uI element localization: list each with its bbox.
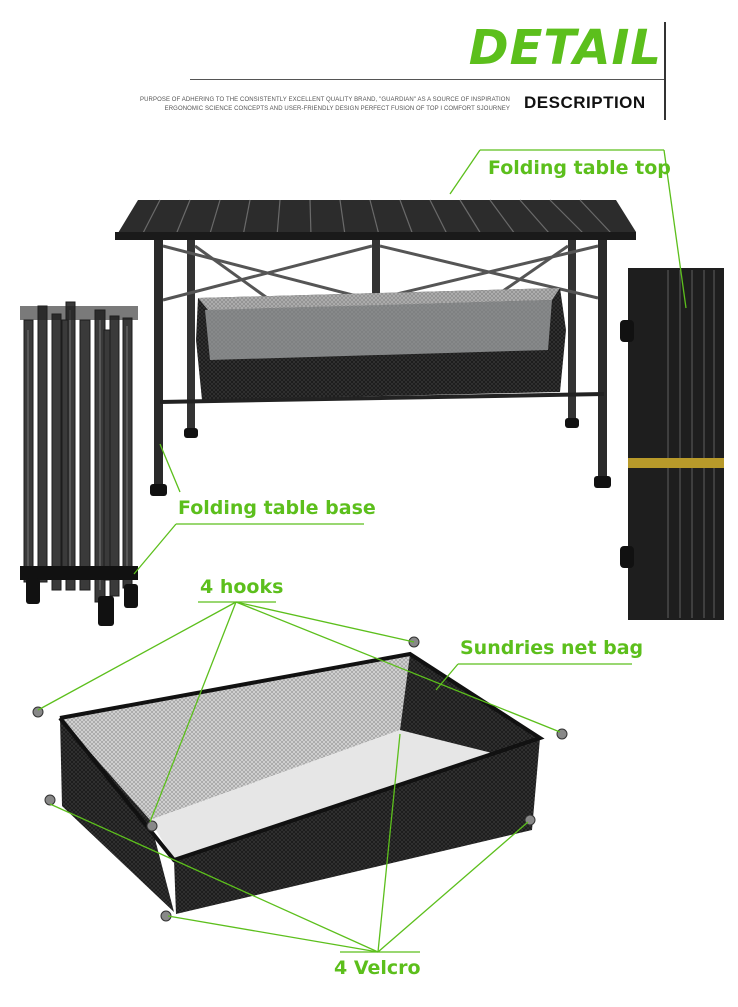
callout-folding-table-top: Folding table top (488, 157, 671, 179)
callout-folding-table-base: Folding table base (178, 497, 376, 519)
rolled-table-top (620, 268, 724, 620)
header-vertical-rule (664, 22, 666, 120)
header-horizontal-rule (190, 79, 664, 80)
callout-sundries-net-bag: Sundries net bag (460, 637, 644, 659)
page-subtitle: DESCRIPTION (524, 93, 646, 112)
callout-4-velcro: 4 Velcro (334, 957, 421, 979)
folded-table-base (20, 301, 138, 626)
page-title: DETAIL (468, 20, 662, 76)
tagline-line-1: PURPOSE OF ADHERING TO THE CONSISTENTLY … (140, 97, 510, 103)
callout-lines (37, 149, 687, 953)
tagline-line-2: ERGONOMIC SCIENCE CONCEPTS AND USER-FRIE… (164, 106, 510, 112)
header-tagline: PURPOSE OF ADHERING TO THE CONSISTENTLY … (140, 96, 510, 114)
sundries-net-bag (32, 636, 568, 922)
callout-4-hooks: 4 hooks (200, 576, 284, 598)
folding-table (115, 199, 636, 496)
